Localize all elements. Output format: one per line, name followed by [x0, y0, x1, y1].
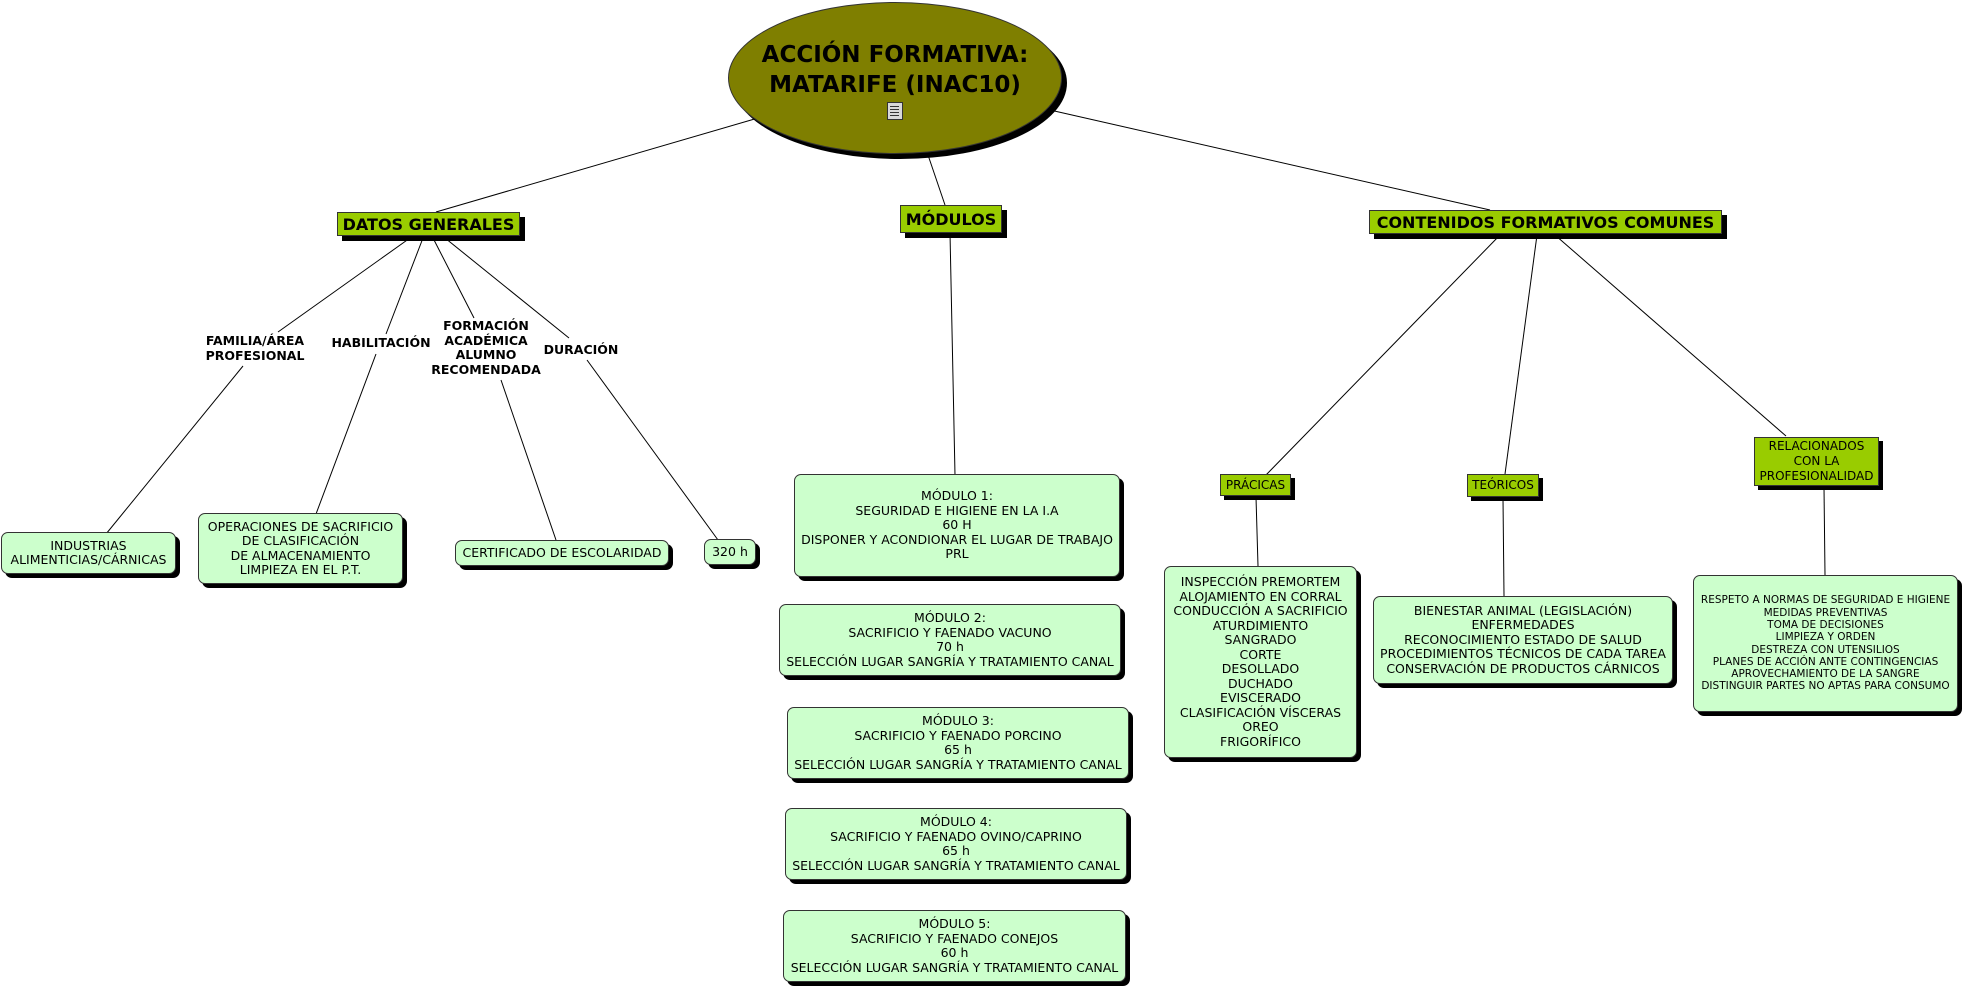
link-familia: FAMILIA/ÁREA PROFESIONAL: [197, 333, 313, 363]
module-2[interactable]: MÓDULO 2: SACRIFICIO Y FAENADO VACUNO 70…: [779, 604, 1121, 676]
link-duracion: DURACIÓN: [538, 342, 624, 358]
link-formacion: FORMACIÓN ACADÉMICA ALUMNO RECOMENDADA: [430, 318, 542, 377]
leaf-practicas[interactable]: INSPECCIÓN PREMORTEM ALOJAMIENTO EN CORR…: [1164, 566, 1357, 758]
sub-teoricos[interactable]: TEÓRICOS: [1467, 474, 1539, 497]
leaf-habilitacion[interactable]: OPERACIONES DE SACRIFICIO DE CLASIFICACI…: [198, 513, 403, 584]
module-1[interactable]: MÓDULO 1: SEGURIDAD E HIGIENE EN LA I.A …: [794, 474, 1120, 577]
leaf-teoricos[interactable]: BIENESTAR ANIMAL (LEGISLACIÓN) ENFERMEDA…: [1373, 596, 1673, 684]
module-3[interactable]: MÓDULO 3: SACRIFICIO Y FAENADO PORCINO 6…: [787, 707, 1129, 779]
root-concept[interactable]: ACCIÓN FORMATIVA: MATARIFE (INAC10): [728, 2, 1062, 154]
document-icon[interactable]: [887, 102, 903, 120]
link-habilitacion: HABILITACIÓN: [326, 335, 436, 351]
sub-relacionados[interactable]: RELACIONADOS CON LA PROFESIONALIDAD: [1754, 437, 1879, 486]
root-title: ACCIÓN FORMATIVA: MATARIFE (INAC10): [761, 42, 1029, 98]
leaf-familia[interactable]: INDUSTRIAS ALIMENTICIAS/CÁRNICAS: [1, 532, 176, 574]
leaf-relacionados[interactable]: RESPETO A NORMAS DE SEGURIDAD E HIGIENE …: [1693, 575, 1958, 712]
module-5[interactable]: MÓDULO 5: SACRIFICIO Y FAENADO CONEJOS 6…: [783, 910, 1126, 982]
category-datos-generales[interactable]: DATOS GENERALES: [337, 212, 520, 236]
module-4[interactable]: MÓDULO 4: SACRIFICIO Y FAENADO OVINO/CAP…: [785, 808, 1127, 880]
leaf-formacion[interactable]: CERTIFICADO DE ESCOLARIDAD: [455, 540, 669, 566]
category-modulos[interactable]: MÓDULOS: [900, 205, 1002, 233]
sub-practicas[interactable]: PRÁCICAS: [1220, 474, 1291, 496]
category-contenidos[interactable]: CONTENIDOS FORMATIVOS COMUNES: [1369, 210, 1722, 234]
leaf-duracion[interactable]: 320 h: [704, 539, 756, 565]
